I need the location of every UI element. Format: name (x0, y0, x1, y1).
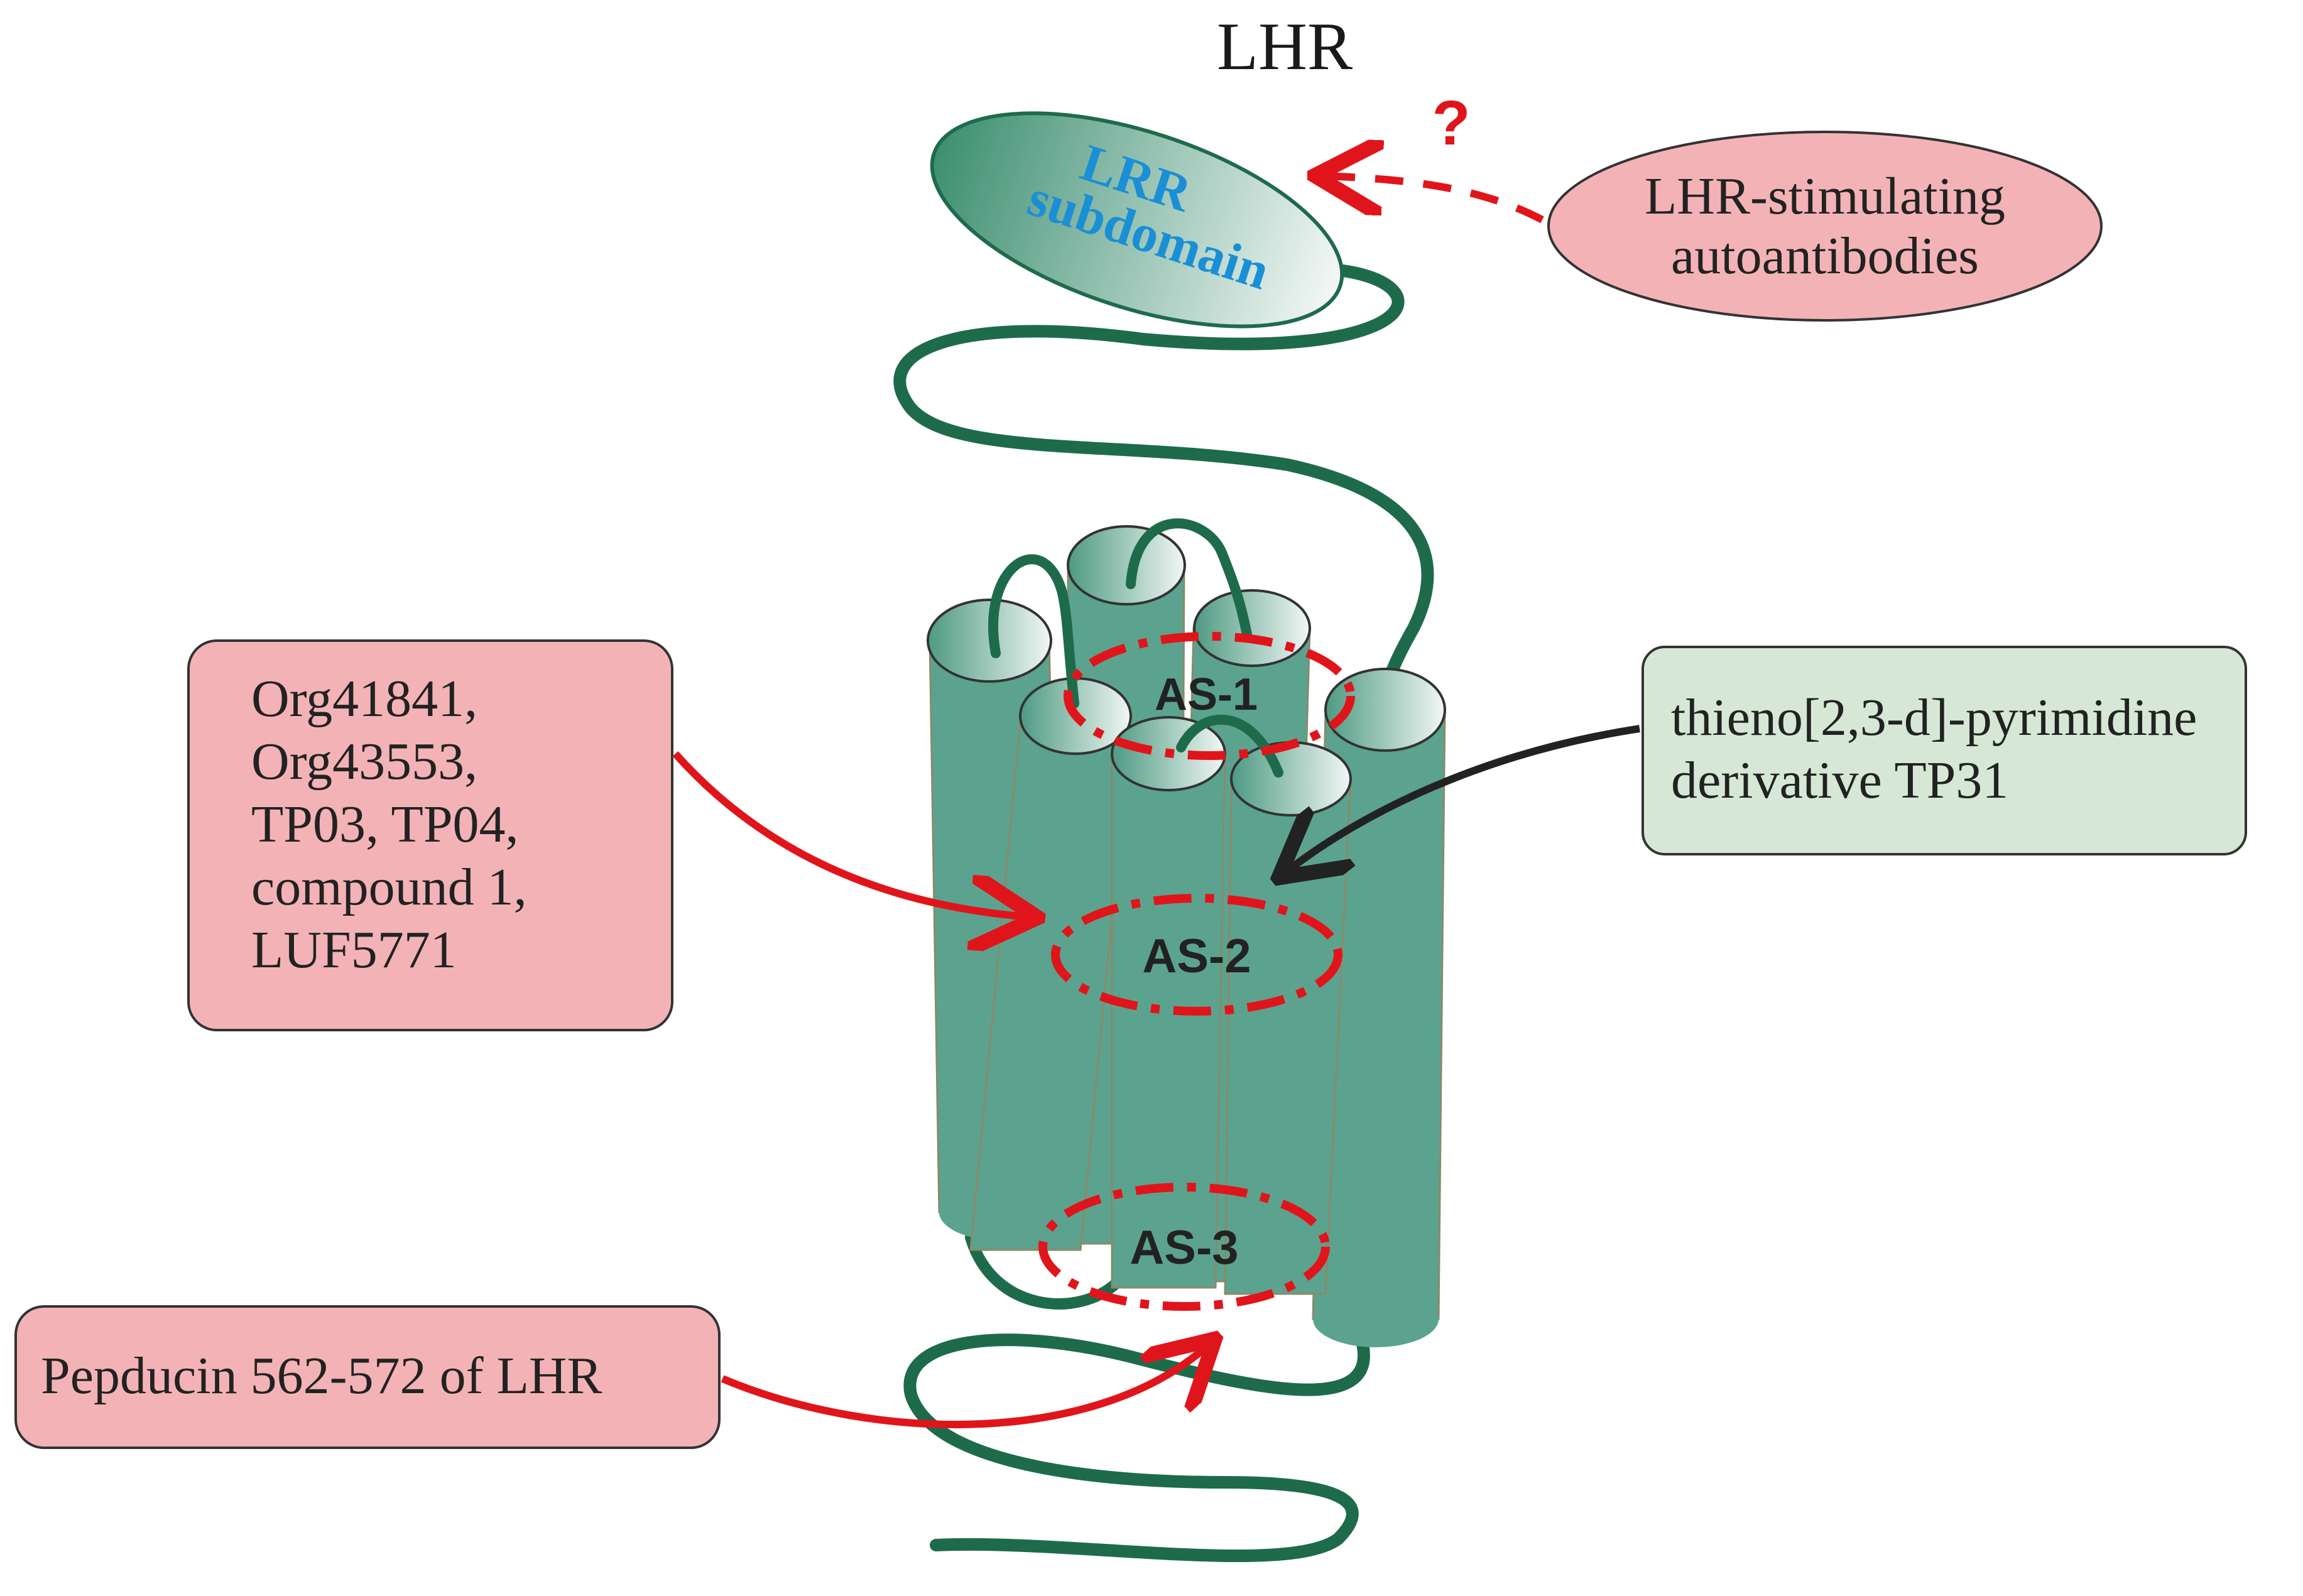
as2-label: AS-2 (1142, 930, 1251, 983)
helix-tm4-bottom (1313, 1291, 1439, 1347)
compounds-line-4: compound 1, (251, 858, 527, 916)
pepducin-arrow (721, 1344, 1209, 1428)
compounds-arrow (672, 751, 1030, 917)
as1-label: AS-1 (1155, 670, 1258, 720)
thieno-line2: derivative TP31 (1671, 751, 2008, 810)
helix-tm4-cap (1324, 668, 1446, 752)
autoantibodies-line1: LHR-stimulating (1645, 167, 2005, 225)
thieno-line1: thieno[2,3-d]-pyrimidine (1671, 688, 2197, 747)
compounds-box: Org41841, Org43553, TP03, TP04, compound… (187, 639, 673, 1031)
as3-label: AS-3 (1130, 1221, 1238, 1274)
extracellular-loop-2 (1126, 518, 1252, 639)
allosteric-site-2: AS-2 (1051, 894, 1342, 1016)
helix-tm3-cap (1193, 589, 1311, 667)
compounds-line-1: Org41841, (251, 670, 477, 728)
question-mark: ? (1432, 88, 1470, 158)
thieno-arrow (1285, 725, 1640, 873)
compounds-line-2: Org43553, (251, 732, 477, 791)
pepducin-label: Pepducin 562-572 of LHR (41, 1347, 602, 1405)
pepducin-box: Pepducin 562-572 of LHR (14, 1305, 721, 1449)
allosteric-site-3: AS-3 (1038, 1183, 1330, 1311)
autoantibodies-line2: autoantibodies (1671, 227, 1979, 285)
compounds-line-5: LUF5771 (251, 921, 457, 979)
c-terminal-tail (903, 1313, 1370, 1563)
compounds-line-3: TP03, TP04, (251, 795, 519, 854)
diagram-title: LHR (1217, 9, 1353, 84)
autoantibody-dashed-arrow (1322, 176, 1544, 224)
extracellular-loop-1 (988, 554, 1079, 708)
lrr-subdomain: LRR subdomain (930, 111, 1344, 328)
allosteric-site-1: AS-1 (1064, 632, 1355, 760)
autoantibodies-node: LHR-stimulating autoantibodies (1547, 131, 2103, 322)
n-terminal-loop (893, 264, 1434, 722)
thieno-box: thieno[2,3-d]-pyrimidine derivative TP31 (1642, 646, 2247, 855)
helix-tm6-body (1111, 752, 1226, 1289)
helix-tm7-cap (1230, 741, 1352, 817)
helix-tm2-cap (1067, 525, 1186, 605)
